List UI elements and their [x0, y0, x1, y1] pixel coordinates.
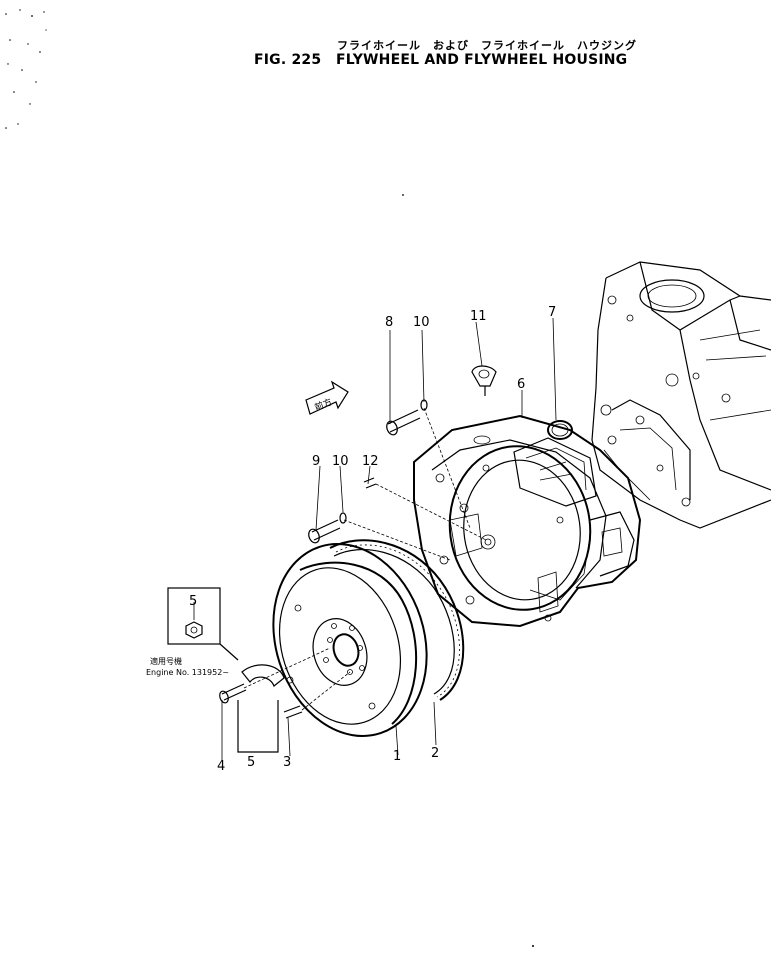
front-direction-arrow: 前方 — [305, 380, 349, 415]
bolt-9 — [308, 519, 341, 544]
callout-5: 5 — [247, 755, 255, 770]
dowel-pin-12 — [363, 477, 377, 489]
engine-block — [591, 261, 771, 529]
figure-number: FIG. 225 — [254, 52, 322, 68]
flywheel-housing — [413, 414, 642, 628]
callout-8: 8 — [385, 315, 393, 330]
callout-7: 7 — [548, 305, 556, 320]
callout-4: 4 — [217, 759, 225, 774]
callout-5-inset: 5 — [189, 594, 197, 609]
serial-note-en: Engine No. 131952~ — [146, 668, 229, 677]
callout-numbers: 8 10 11 7 6 9 10 12 5 1 2 4 5 3 — [189, 305, 556, 774]
callout-10-lower: 10 — [332, 454, 349, 469]
title-english: FLYWHEEL AND FLYWHEEL HOUSING — [336, 52, 628, 68]
callout-bracket — [237, 700, 279, 753]
callout-11: 11 — [470, 309, 487, 324]
flywheel — [272, 543, 428, 737]
seal-ring — [547, 420, 573, 440]
callout-12: 12 — [362, 454, 379, 469]
callout-6: 6 — [517, 377, 525, 392]
bolt-8 — [386, 409, 421, 436]
callout-2: 2 — [431, 746, 439, 761]
title-japanese: フライホイール および フライホイール ハウジング — [337, 39, 637, 52]
leader-lines — [193, 317, 557, 760]
serial-note-jp: 適用号機 — [150, 656, 182, 666]
callout-9: 9 — [312, 454, 320, 469]
callout-3: 3 — [283, 755, 291, 770]
inset-box — [167, 587, 239, 661]
lock-plate-5 — [241, 664, 285, 687]
bolt-3 — [283, 705, 303, 719]
callout-1: 1 — [393, 749, 401, 764]
lifting-eye — [471, 365, 497, 396]
scan-noise — [5, 9, 534, 947]
callout-10-upper: 10 — [413, 315, 430, 330]
bolt-4 — [219, 683, 247, 704]
washer-10-lower — [339, 512, 347, 524]
front-arrow-label: 前方 — [313, 396, 334, 414]
